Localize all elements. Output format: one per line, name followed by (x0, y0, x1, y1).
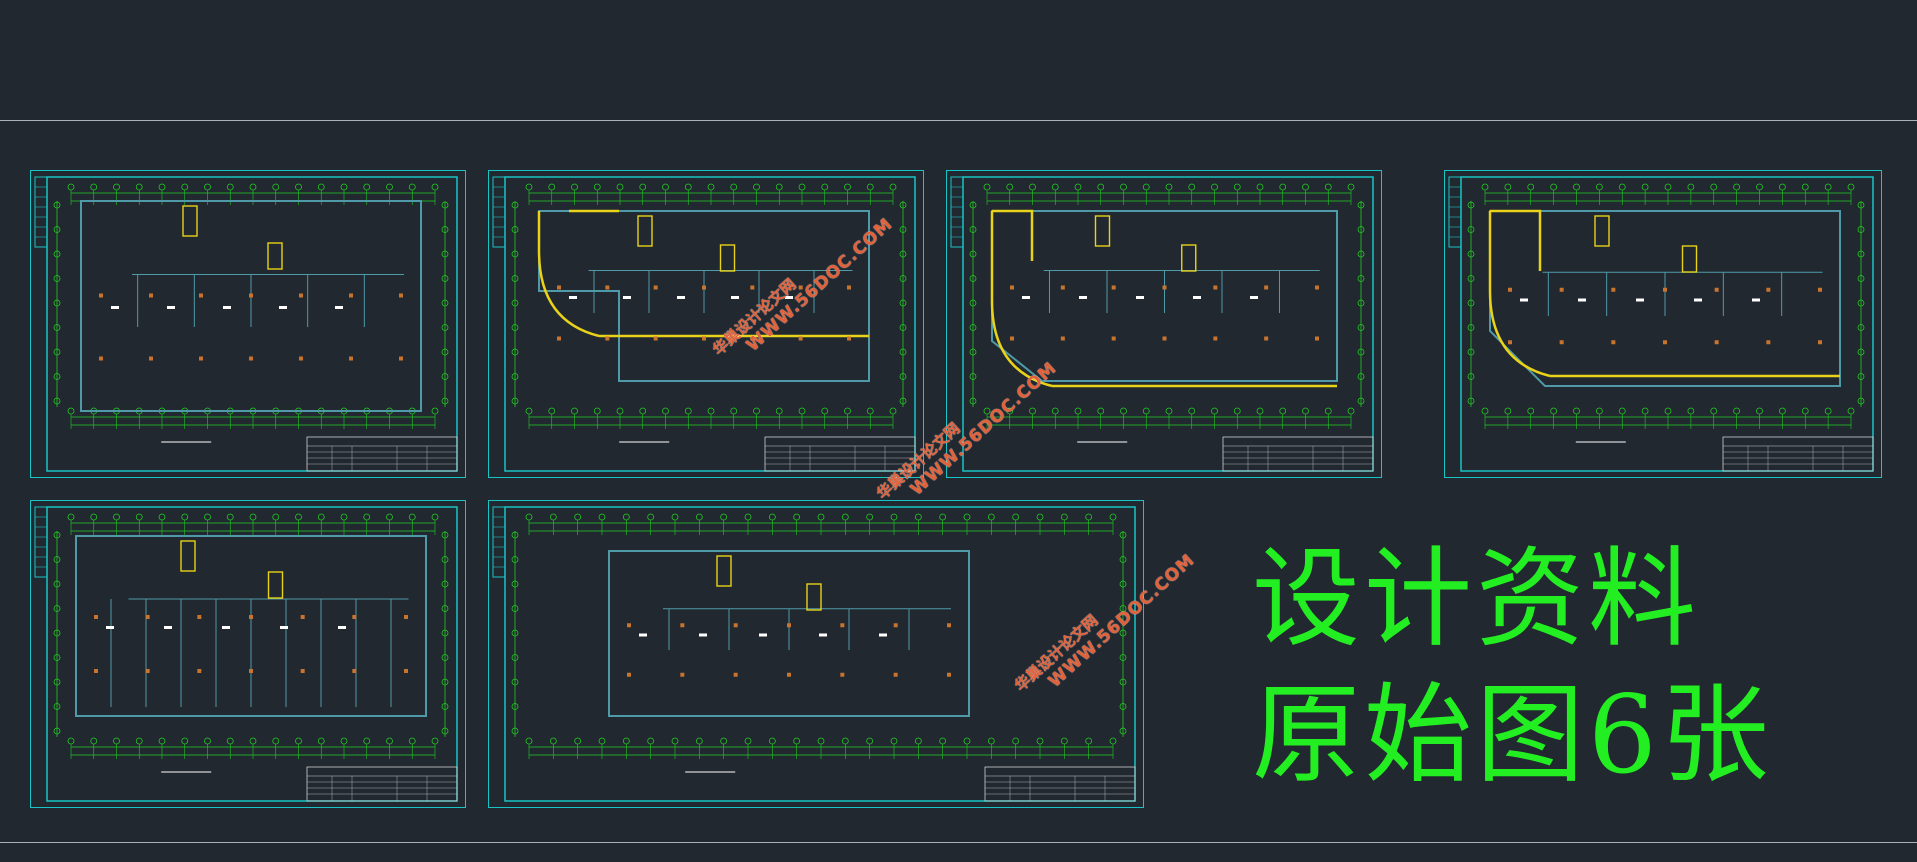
drawing-sheet-2[interactable] (488, 170, 924, 478)
drawing-sheet-4[interactable] (1444, 170, 1882, 478)
drawing-sheet-5[interactable] (30, 500, 466, 808)
sheet-5-drawing (34, 506, 458, 802)
sheet-3-drawing (950, 176, 1374, 472)
drawing-sheet-6[interactable] (488, 500, 1144, 808)
drawing-sheet-3[interactable] (946, 170, 1382, 478)
headline-line-1: 设计资料 (1252, 537, 1701, 662)
sheet-1-drawing (34, 176, 458, 472)
drawing-sheet-1[interactable] (30, 170, 466, 478)
sheet-2-drawing (492, 176, 916, 472)
bottom-divider-line (0, 842, 1917, 843)
headline-line-2: 原始图6张 (1252, 673, 1773, 798)
top-divider-line (0, 120, 1917, 121)
sheet-6-drawing (492, 506, 1136, 802)
sheet-4-drawing (1448, 176, 1874, 472)
